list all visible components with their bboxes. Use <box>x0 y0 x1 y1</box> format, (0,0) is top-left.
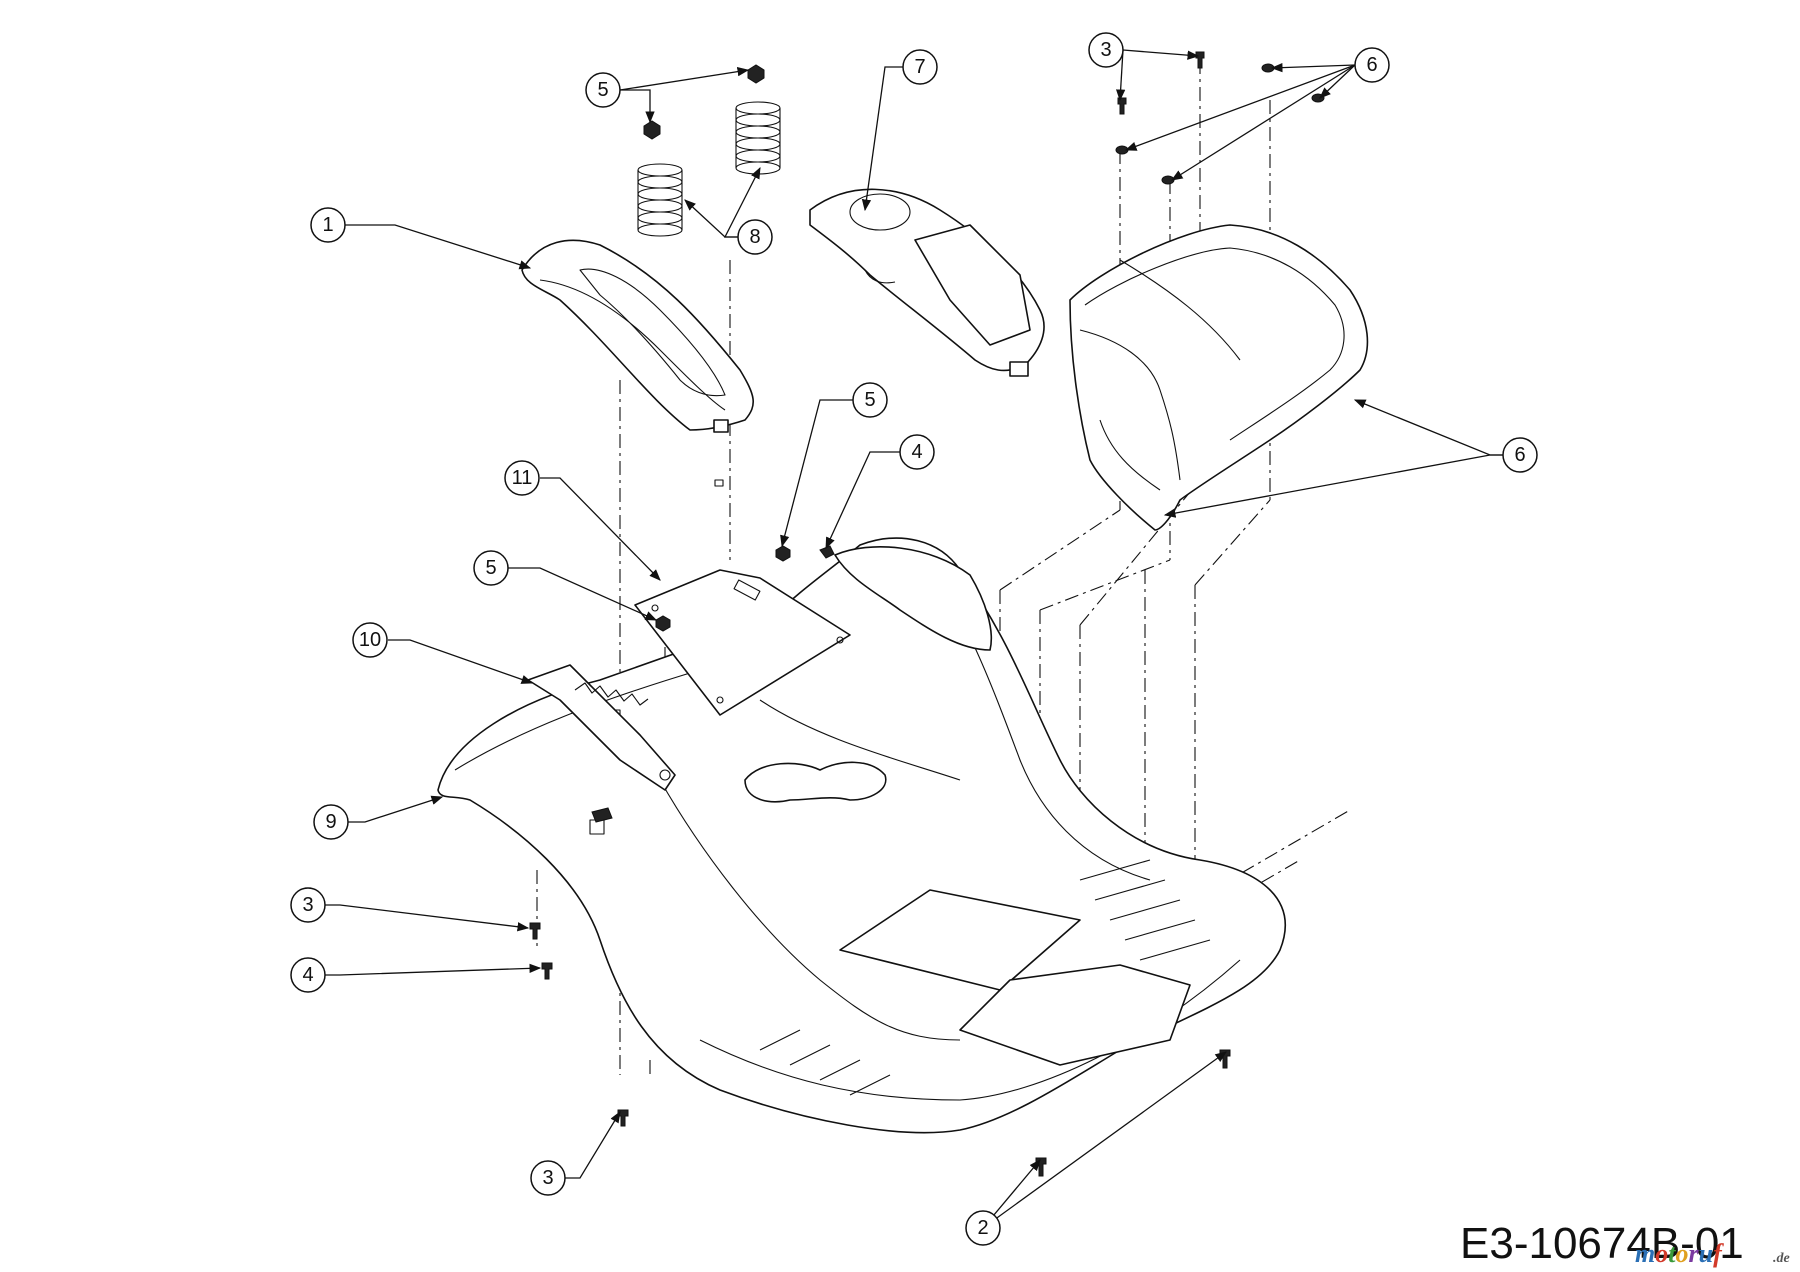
callout-c3c: 3 <box>530 1160 566 1196</box>
callout-c6b: 6 <box>1502 437 1538 473</box>
callout-label: 7 <box>914 56 925 78</box>
callout-c4a: 4 <box>899 434 935 470</box>
leader-lines <box>325 49 1503 1229</box>
callout-c5b: 5 <box>852 382 888 418</box>
callout-circle <box>852 382 888 418</box>
callout-circle <box>313 804 349 840</box>
callout-circle <box>504 460 540 496</box>
callout-label: 4 <box>302 964 313 986</box>
fender-body <box>437 479 1286 1134</box>
callout-circle <box>290 887 326 923</box>
callout-circle <box>290 957 326 993</box>
callout-circle <box>737 219 773 255</box>
callout-label: 5 <box>485 557 496 579</box>
cover-plate <box>634 569 851 716</box>
seat-frame <box>1069 224 1369 531</box>
callout-label: 6 <box>1366 54 1377 76</box>
callout-c4b: 4 <box>290 957 326 993</box>
watermark-logo: motoruf .de <box>1635 1239 1790 1268</box>
callout-label: 3 <box>1100 39 1111 61</box>
callout-c11: 11 <box>504 460 540 496</box>
callout-label: 5 <box>597 79 608 101</box>
callout-c7: 7 <box>902 49 938 85</box>
callout-circle <box>473 550 509 586</box>
callout-c8: 8 <box>737 219 773 255</box>
callout-label: 10 <box>359 629 381 651</box>
callout-circle <box>352 622 388 658</box>
seat-rail-bracket <box>527 664 676 791</box>
callout-label: 1 <box>322 214 333 236</box>
callout-label: 9 <box>325 811 336 833</box>
watermark-suffix: .de <box>1773 1251 1790 1266</box>
callout-c5c: 5 <box>473 550 509 586</box>
callout-c5a: 5 <box>585 72 621 108</box>
callout-c9: 9 <box>313 804 349 840</box>
callout-label: 8 <box>749 226 760 248</box>
callout-circle <box>310 207 346 243</box>
callout-label: 11 <box>512 467 533 489</box>
callout-c2: 2 <box>965 1210 1001 1246</box>
rear-cover <box>521 239 754 433</box>
callout-c10: 10 <box>352 622 388 658</box>
callout-circle <box>902 49 938 85</box>
springs <box>637 101 781 237</box>
callout-label: 4 <box>911 441 922 463</box>
callout-c6a: 6 <box>1354 47 1390 83</box>
callout-circle <box>1354 47 1390 83</box>
callout-c1: 1 <box>310 207 346 243</box>
callout-label: 3 <box>302 894 313 916</box>
callout-c3b: 3 <box>290 887 326 923</box>
callout-circle <box>530 1160 566 1196</box>
callout-label: 5 <box>864 389 875 411</box>
callout-label: 2 <box>977 1217 988 1239</box>
callout-circle <box>965 1210 1001 1246</box>
callout-circle <box>899 434 935 470</box>
watermark-text: motoruf <box>1635 1239 1724 1268</box>
callout-c3a: 3 <box>1088 32 1124 68</box>
callout-circle <box>585 72 621 108</box>
diagram-code: E3-10674B-01 <box>1460 1219 1744 1268</box>
callout-circle <box>1502 437 1538 473</box>
callout-circle <box>1088 32 1124 68</box>
console-cupholder <box>809 188 1045 377</box>
callout-label: 3 <box>542 1167 553 1189</box>
callout-label: 6 <box>1514 444 1525 466</box>
